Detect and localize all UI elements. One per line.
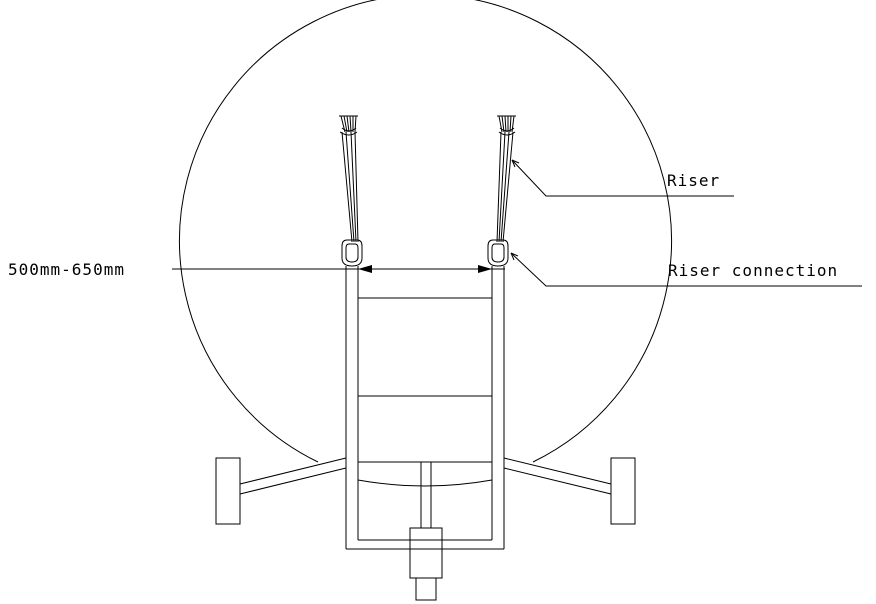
right-riser-lines-top: [497, 115, 516, 136]
trike-frame: [239, 266, 612, 550]
riser-connection-leader: [510, 252, 862, 287]
front-wheel: [409, 527, 443, 601]
riser-label: Riser: [667, 171, 720, 190]
left-riser: [339, 115, 359, 243]
dimension-line: [172, 265, 505, 273]
canopy-outline: [179, 0, 672, 463]
right-wheel: [610, 457, 636, 525]
left-wheel: [215, 457, 241, 525]
right-riser: [496, 115, 516, 243]
seat-box: [357, 297, 493, 463]
dimension-label: 500mm-650mm: [8, 260, 125, 279]
left-riser-lines-top: [339, 115, 358, 136]
riser-leader: [511, 159, 734, 197]
right-carabiner: [487, 239, 509, 267]
riser-connection-label: Riser connection: [668, 261, 838, 280]
left-carabiner: [341, 239, 363, 267]
